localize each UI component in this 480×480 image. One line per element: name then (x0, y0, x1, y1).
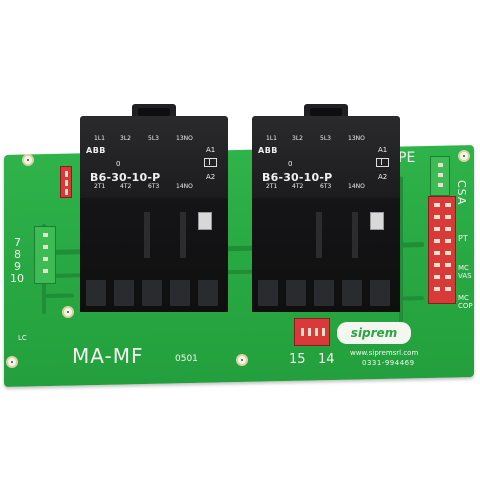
coil-icon (204, 158, 217, 167)
terminal-label: 4T2 (292, 183, 304, 190)
terminal-label: 5L3 (320, 135, 331, 142)
terminal-label: 4T2 (120, 183, 132, 190)
terminal-label: 3L2 (120, 135, 131, 142)
board-pe-label: PE (398, 150, 416, 166)
terminal-label: 14NO (176, 183, 193, 190)
mount-hole (6, 356, 18, 368)
mount-hole (458, 150, 470, 162)
left-pin-label: 7 (14, 236, 21, 249)
brand-label: ABB (258, 146, 278, 155)
zero-label: 0 (288, 160, 293, 168)
right-label-mc-cop: MC COP (458, 294, 473, 310)
board-code-label: 0501 (175, 354, 198, 364)
connector-red-right (428, 196, 456, 304)
mount-hole (236, 354, 248, 366)
board-model-label: MA-MF (72, 344, 144, 368)
phone-label: 0331-994469 (362, 359, 415, 367)
right-label-pt: PT (458, 234, 468, 243)
center-pin-label: 15 (289, 352, 306, 367)
model-label: B6-30-10-P (262, 171, 333, 184)
mount-hole (22, 154, 34, 166)
connector-green-left (34, 226, 56, 284)
terminal-label: 5L3 (148, 135, 159, 142)
terminal-label: 13NO (348, 135, 365, 142)
zero-label: 0 (116, 160, 121, 168)
connector-red-left (60, 166, 72, 198)
terminal-label: 2T1 (94, 183, 106, 190)
mount-hole (62, 306, 74, 318)
terminal-label: 1L1 (94, 135, 105, 142)
right-label-csa: CSA (455, 180, 468, 206)
coil-a2-label: A2 (206, 173, 216, 181)
terminal-label: 2T1 (266, 183, 278, 190)
center-pin-label: 14 (318, 352, 335, 367)
terminal-label: 13NO (176, 135, 193, 142)
terminal-label: 6T3 (320, 183, 332, 190)
coil-icon (376, 158, 389, 167)
terminal-label: 1L1 (266, 135, 277, 142)
board-lc-label: LC (18, 334, 27, 342)
terminal-label: 6T3 (148, 183, 160, 190)
contactor-1: 1L1 3L2 5L3 13NO ABB A1 0 B6-30-10-P A2 … (80, 104, 228, 312)
terminal-label: 14NO (348, 183, 365, 190)
connector-green-right (430, 156, 450, 196)
left-pin-label: 10 (10, 272, 24, 285)
website-label: www.sipremsrl.com (350, 349, 419, 357)
logo-text: siprem (350, 326, 398, 340)
model-label: B6-30-10-P (90, 171, 161, 184)
terminal-label: 3L2 (292, 135, 303, 142)
coil-a2-label: A2 (378, 173, 388, 181)
coil-a1-label: A1 (206, 146, 216, 154)
contactor-2: 1L1 3L2 5L3 13NO ABB A1 0 B6-30-10-P A2 … (252, 104, 400, 312)
connector-red-center (294, 318, 330, 346)
coil-a1-label: A1 (378, 146, 388, 154)
right-label-mc-vas: MC VAS (458, 264, 472, 280)
brand-label: ABB (86, 146, 106, 155)
siprem-logo: siprem (337, 322, 411, 344)
left-pin-label: 9 (14, 260, 21, 273)
left-pin-label: 8 (14, 248, 21, 261)
